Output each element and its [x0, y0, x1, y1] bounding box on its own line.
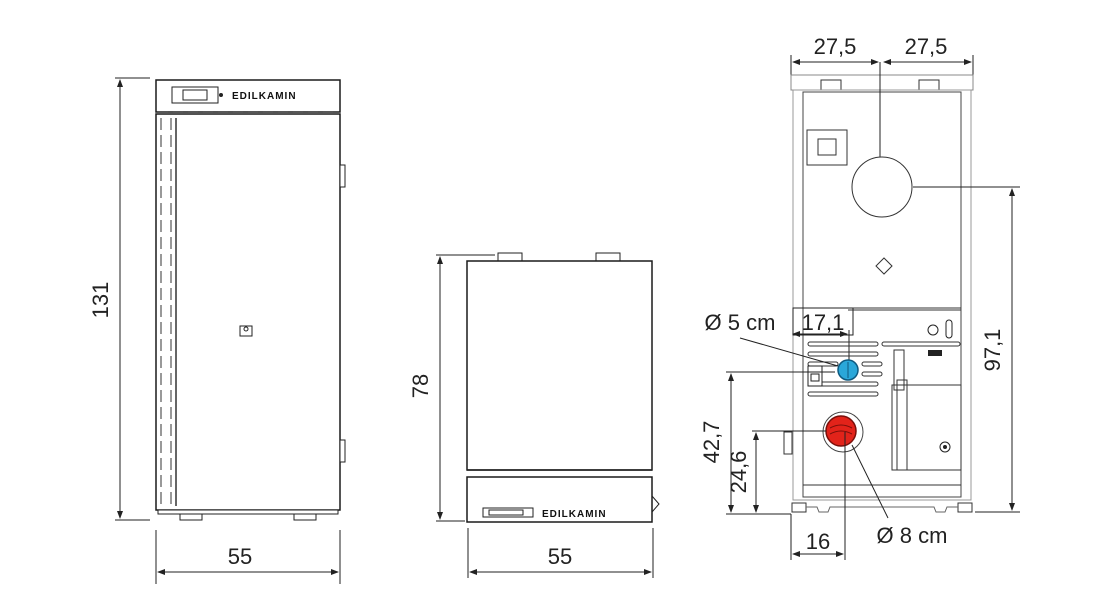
display-screen	[182, 89, 208, 101]
foot	[293, 513, 317, 521]
front-brand-logo: EDILKAMIN	[232, 91, 297, 102]
foot	[179, 513, 203, 521]
front-height-label: 131	[88, 282, 113, 319]
side-view: EDILKAMIN 78 55	[408, 252, 660, 578]
front-view: EDILKAMIN 131 55	[88, 77, 346, 584]
display-frame	[171, 86, 219, 104]
side-body	[466, 260, 653, 471]
rear-top-cap	[790, 74, 974, 91]
air-inlet-diameter-label: Ø 5 cm	[705, 310, 776, 335]
flue-outlet-offset-label: 16	[806, 529, 830, 554]
air-inlet-height-label: 42,7	[699, 421, 724, 464]
panel-button-icon	[219, 93, 223, 97]
front-door	[155, 113, 341, 511]
front-control-panel	[155, 79, 341, 113]
side-width-label: 55	[548, 544, 572, 569]
side-display-frame	[482, 507, 534, 518]
top-flue-opening	[851, 156, 913, 218]
door-handle-icon	[239, 325, 253, 337]
flue-outlet-diameter-label: Ø 8 cm	[877, 523, 948, 548]
side-height-label: 78	[408, 374, 433, 398]
rear-top-right-label: 27,5	[905, 34, 948, 59]
front-width-label: 55	[228, 544, 252, 569]
rear-top-left-label: 27,5	[814, 34, 857, 59]
lower-hinge	[339, 439, 346, 463]
upper-hinge	[339, 164, 346, 188]
flue-outlet-height-label: 24,6	[726, 451, 751, 494]
side-brand-logo: EDILKAMIN	[542, 509, 607, 520]
air-inlet-offset-label: 17,1	[802, 310, 845, 335]
rear-view: 27,5 27,5 97,1 17,1	[699, 34, 1020, 560]
rear-flue-height-label: 97,1	[980, 329, 1005, 372]
